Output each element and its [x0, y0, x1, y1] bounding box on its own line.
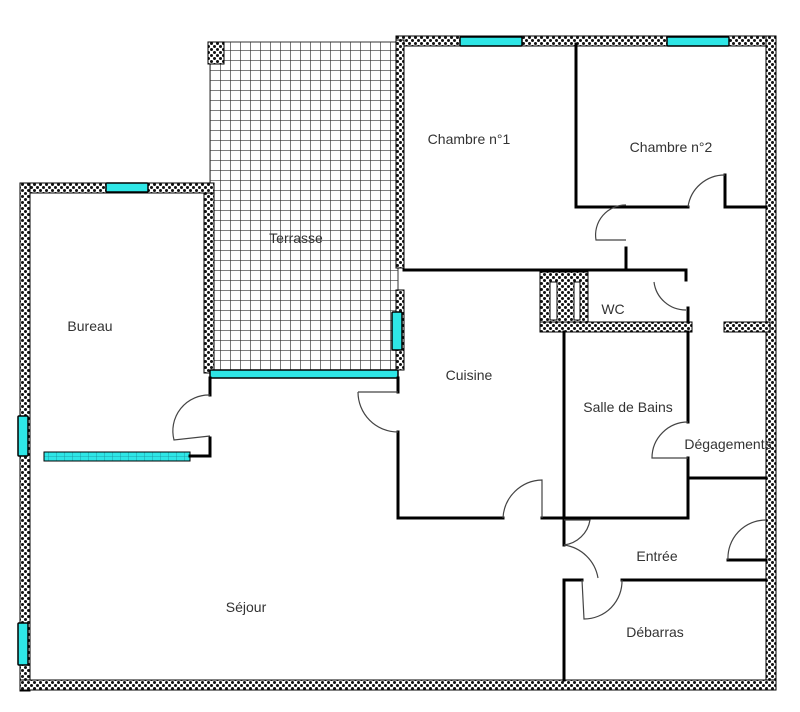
doors [172, 174, 767, 620]
room-label-entree: Entrée [636, 548, 678, 564]
room-label-chambre1: Chambre n°1 [427, 131, 511, 147]
room-label-terrasse: Terrasse [269, 230, 323, 246]
window-bureau-left [17, 415, 29, 457]
interior-walls [188, 42, 768, 682]
room-label-salle-de-bains: Salle de Bains [583, 399, 673, 415]
room-label-degagements: Dégagements [684, 436, 772, 452]
door-debarras [581, 579, 623, 620]
room-label-bureau: Bureau [67, 318, 113, 334]
exterior-walls [19, 35, 777, 692]
room-label-cuisine: Cuisine [445, 367, 493, 383]
ducts [549, 281, 581, 321]
window-terrace-bottom [209, 369, 399, 379]
window-sejour-left [17, 622, 29, 666]
window-chambre1 [459, 36, 523, 47]
door-chambre2 [687, 174, 726, 208]
window-bureau-top [105, 182, 149, 193]
door-entrance [727, 519, 767, 561]
room-label-debarras: Débarras [626, 624, 684, 640]
room-label-wc: WC [601, 301, 625, 317]
terrace-area [209, 41, 399, 373]
door-sdb [651, 421, 689, 459]
window-chambre2 [666, 36, 730, 47]
door-wc [653, 281, 687, 311]
window-cuisine-terrace [391, 311, 403, 351]
door-entree-sejour [563, 519, 599, 579]
door-cuisine-bottom [502, 479, 543, 519]
door-cuisine-sejour [357, 391, 399, 433]
door-bureau [172, 394, 211, 441]
door-chambre1 [594, 204, 627, 241]
window-bureau-sejour [43, 451, 191, 462]
room-label-sejour: Séjour [225, 599, 267, 615]
room-label-chambre2: Chambre n°2 [629, 139, 713, 155]
